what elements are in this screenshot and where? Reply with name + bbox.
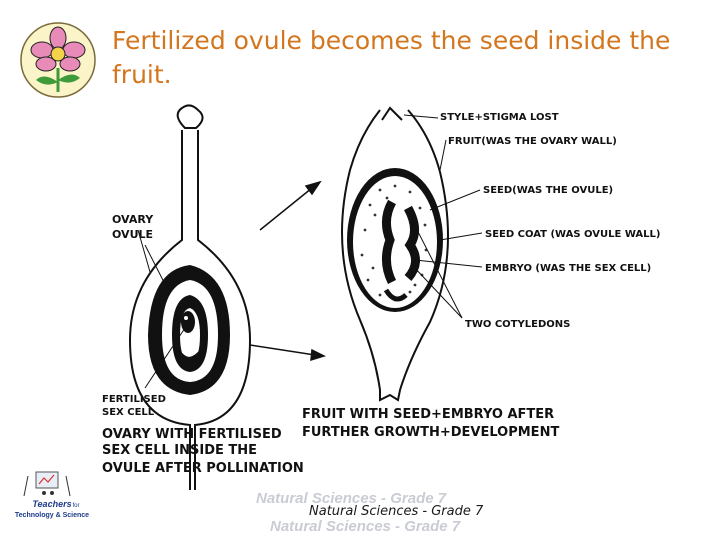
right-caption-line2: FURTHER GROWTH+DEVELOPMENT [302, 425, 559, 440]
footer: Natural Sciences - Grade 7 Natural Scien… [0, 488, 720, 540]
fertilised-label-line2: SEX CELL [102, 407, 155, 418]
style-stigma-label: STYLE+STIGMA LOST [440, 112, 559, 123]
badge-line1: Teachers [32, 499, 71, 509]
badge-line3: Technology & Science [15, 512, 89, 519]
leader-lines [137, 114, 483, 389]
right-caption-line1: FRUIT WITH SEED+EMBRYO AFTER [302, 407, 554, 422]
ovary-label: OVARY [112, 213, 154, 226]
embryo-label: EMBRYO (WAS THE SEX CELL) [485, 263, 651, 274]
flower-logo-icon [20, 22, 96, 98]
left-caption-line1: OVARY WITH FERTILISED [102, 427, 282, 442]
left-caption-line3: OVULE AFTER POLLINATION [102, 461, 304, 476]
fruit-drawing [341, 106, 449, 402]
teachers-badge-logo-icon: Teachers for Technology & Science [15, 471, 89, 519]
badge-line2: for [72, 503, 79, 509]
ovary-drawing [128, 104, 252, 490]
footer-ghost-top: Natural Sciences - Grade 7 [256, 490, 447, 507]
fruit-label: FRUIT(WAS THE OVARY WALL) [448, 136, 617, 147]
left-caption-line2: SEX CELL INSIDE THE [102, 443, 257, 458]
seed-label: SEED(WAS THE OVULE) [483, 185, 613, 196]
footer-ghost-bottom: Natural Sciences - Grade 7 [270, 518, 461, 535]
seed-coat-label: SEED COAT (WAS OVULE WALL) [485, 229, 660, 240]
transition-arrows [249, 180, 327, 362]
cotyledons-label: TWO COTYLEDONS [465, 319, 570, 330]
ovule-label: OVULE [112, 228, 153, 241]
ovule-to-seed-diagram: OVARY OVULE FERTILISED SEX CELL OVARY WI… [102, 104, 660, 490]
slide-title: Fertilized ovule becomes the seed inside… [112, 26, 671, 89]
footer-subject: Natural Sciences - Grade 7 [309, 504, 484, 519]
fertilised-label-line1: FERTILISED [102, 394, 166, 405]
